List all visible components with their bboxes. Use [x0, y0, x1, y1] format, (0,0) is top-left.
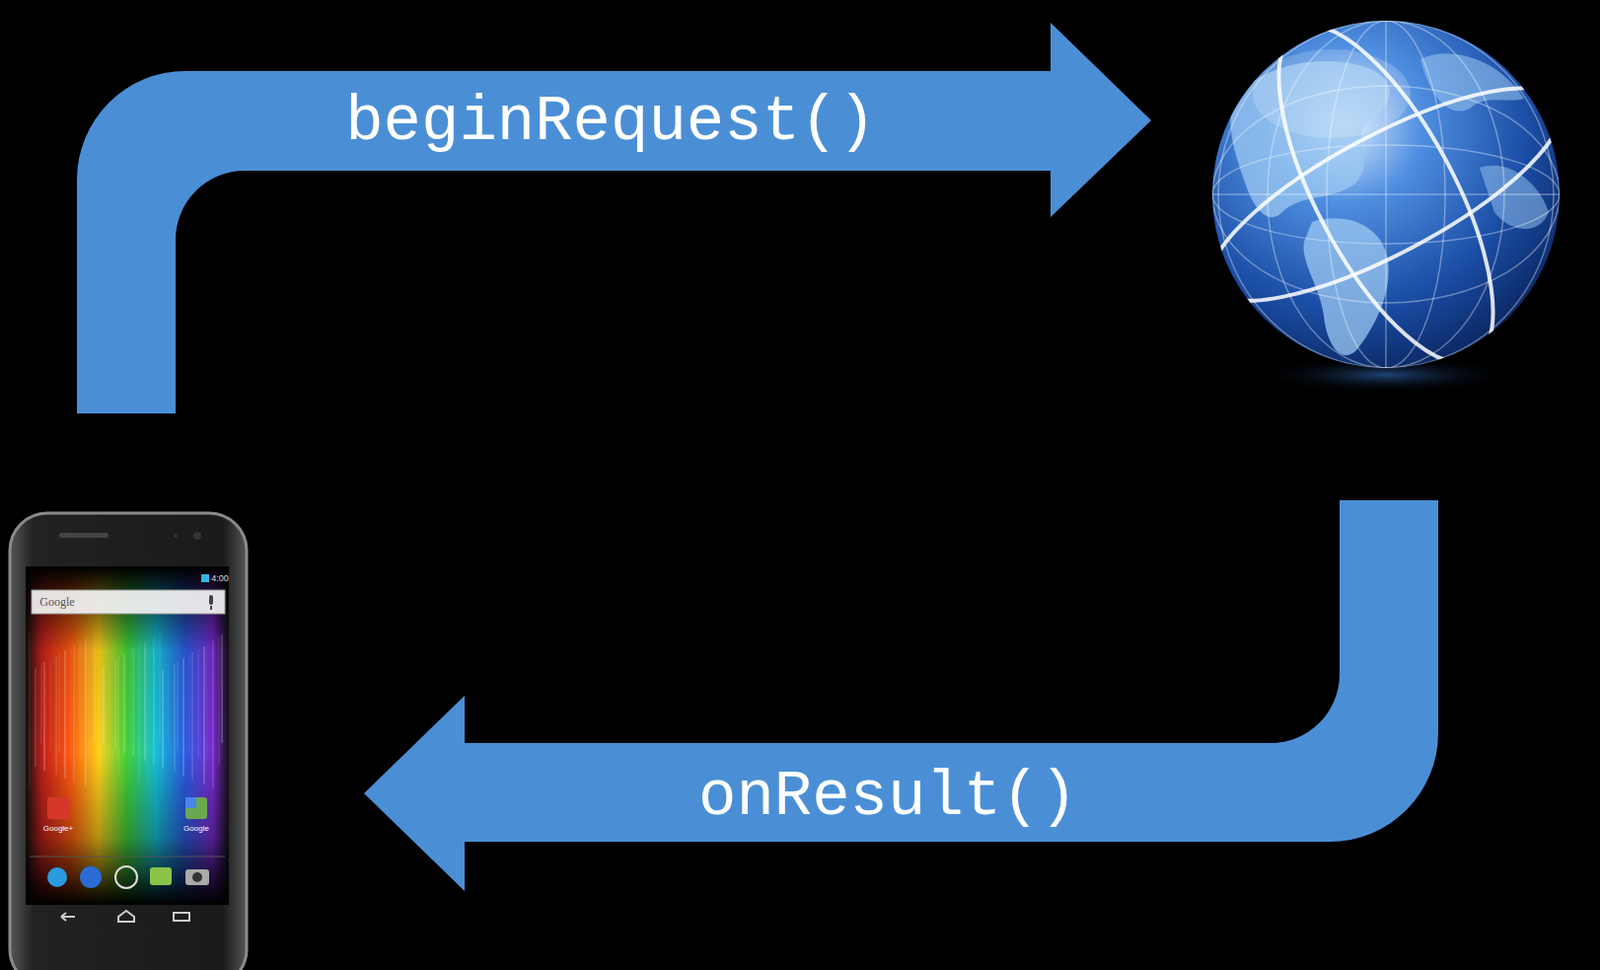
globe-icon [1183, 0, 1589, 393]
search-bar-text: Google [39, 595, 74, 608]
request-arrow [76, 22, 1152, 414]
result-arrow [363, 500, 1439, 891]
phone-illustration [9, 512, 247, 970]
status-clock: 4:00 [211, 574, 229, 583]
call-label: beginRequest() [345, 90, 876, 154]
app-icon-label: Google [183, 824, 210, 833]
app-icon-label: Google+ [43, 824, 73, 833]
call-label: onResult() [698, 765, 1078, 829]
